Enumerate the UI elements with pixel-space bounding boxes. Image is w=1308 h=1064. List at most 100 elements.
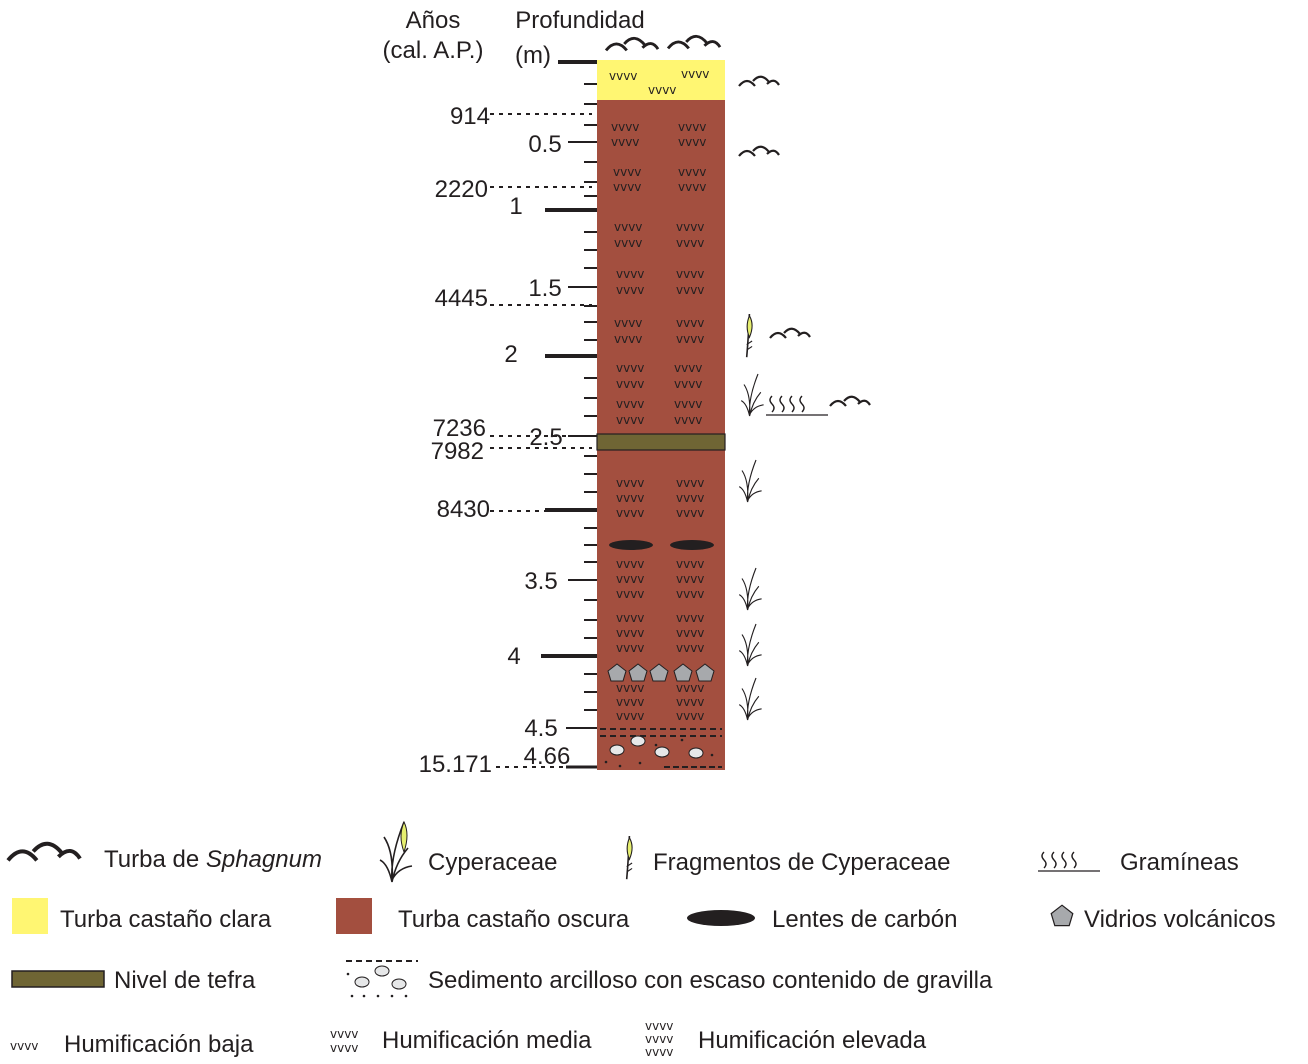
legend-hum-elevada-symbol: vvvv xyxy=(645,1019,673,1033)
sphagnum-icon xyxy=(737,145,781,158)
legend-hum-baja-label: Humificación baja xyxy=(64,1031,254,1058)
depth-header-line2: (m) xyxy=(515,42,551,69)
humification-v-symbol: vvvv xyxy=(676,681,704,695)
age-header-line2: (cal. A.P.) xyxy=(383,37,484,64)
humification-v-symbol: vvvv xyxy=(676,557,704,571)
humification-v-symbol: vvvv xyxy=(613,165,641,179)
legend-fragmentos-label: Fragmentos de Cyperaceae xyxy=(653,849,951,876)
sphagnum-icon xyxy=(737,75,781,88)
humification-v-symbol: vvvv xyxy=(611,135,639,149)
humification-v-symbol: vvvv xyxy=(676,491,704,505)
legend-carbon-label: Lentes de carbón xyxy=(772,906,957,933)
sphagnum-top-icon xyxy=(604,36,660,52)
depth-label-0-5: 0.5 xyxy=(528,131,561,158)
depth-label-1-5: 1.5 xyxy=(528,275,561,302)
cyperaceae-fragment-icon xyxy=(745,313,753,359)
legend-hum-elevada-symbol: vvvv xyxy=(645,1032,673,1046)
depth-header-line1: Profundidad xyxy=(515,7,644,34)
humification-v-symbol: vvvv xyxy=(616,587,644,601)
humification-v-symbol: vvvv xyxy=(616,491,644,505)
legend-sphagnum-label: Turba de Sphagnum xyxy=(104,846,322,873)
humification-v-symbol: vvvv xyxy=(616,476,644,490)
humification-v-symbol: vvvv xyxy=(616,695,644,709)
depth-label-3-5: 3.5 xyxy=(524,568,557,595)
humification-v-symbol: vvvv xyxy=(614,332,642,346)
humification-v-symbol: vvvv xyxy=(676,611,704,625)
sphagnum-icon xyxy=(828,395,872,408)
humification-v-symbol: vvvv xyxy=(676,506,704,520)
humification-v-symbol: vvvv xyxy=(676,709,704,723)
legend-sphagnum-icon xyxy=(6,841,82,863)
depth-label-4-66: 4.66 xyxy=(524,743,571,770)
legend-turba-clara-swatch xyxy=(12,898,48,934)
humification-v-symbol: vvvv xyxy=(611,120,639,134)
humification-v-symbol: vvvv xyxy=(678,135,706,149)
humification-v-symbol: vvvv xyxy=(676,332,704,346)
cyperaceae-icon xyxy=(740,373,765,417)
layer-turba-castano-clara xyxy=(597,60,725,100)
age-label-7236: 7236 xyxy=(433,415,486,442)
humification-v-symbol: vvvv xyxy=(616,557,644,571)
age-label-8430: 8430 xyxy=(437,496,490,523)
legend-turba-oscura-swatch xyxy=(336,898,372,934)
humification-v-symbol: vvvv xyxy=(676,220,704,234)
legend-hum-media-symbol: vvvv xyxy=(330,1041,358,1055)
humification-v-symbol: vvvv xyxy=(616,626,644,640)
humification-v-symbol: vvvv xyxy=(676,626,704,640)
humification-v-symbol: vvvv xyxy=(676,283,704,297)
sphagnum-icon xyxy=(768,327,812,340)
humification-v-symbol: vvvv xyxy=(648,83,676,97)
age-header-line1: Años xyxy=(406,7,461,34)
charcoal-lenses xyxy=(609,540,714,550)
age-label-15171: 15.171 xyxy=(419,751,492,778)
humification-v-symbol: vvvv xyxy=(674,361,702,375)
cyperaceae-icon xyxy=(738,567,763,611)
humification-v-symbol: vvvv xyxy=(676,316,704,330)
humification-v-symbol: vvvv xyxy=(676,572,704,586)
humification-v-symbol: vvvv xyxy=(681,67,709,81)
humification-v-symbol: vvvv xyxy=(614,220,642,234)
humification-v-symbol: vvvv xyxy=(616,413,644,427)
humification-v-symbol: vvvv xyxy=(614,236,642,250)
legend-fragmentos-icon xyxy=(625,835,633,881)
legend-hum-elevada-symbol: vvvv xyxy=(645,1045,673,1059)
humification-v-symbol: vvvv xyxy=(614,316,642,330)
humification-v-symbol: vvvv xyxy=(616,641,644,655)
legend-cyperaceae-icon xyxy=(379,820,413,883)
depth-label-4-5: 4.5 xyxy=(524,715,557,742)
humification-v-symbol: vvvv xyxy=(678,165,706,179)
age-label-914: 914 xyxy=(450,103,490,130)
humification-v-symbol: vvvv xyxy=(676,236,704,250)
humification-v-symbol: vvvv xyxy=(674,397,702,411)
humification-v-symbol: vvvv xyxy=(616,572,644,586)
humification-v-symbol: vvvv xyxy=(616,681,644,695)
humification-v-symbol: vvvv xyxy=(616,377,644,391)
legend-turba-oscura-label: Turba castaño oscura xyxy=(398,906,630,933)
humification-v-symbol: vvvv xyxy=(616,611,644,625)
legend-gramineas-label: Gramíneas xyxy=(1120,849,1239,876)
humification-v-symbol: vvvv xyxy=(616,361,644,375)
legend-gramineas-icon xyxy=(1037,851,1101,872)
humification-v-symbol: vvvv xyxy=(616,267,644,281)
depth-label-1: 1 xyxy=(509,193,522,220)
humification-v-symbol: vvvv xyxy=(616,397,644,411)
cyperaceae-icon xyxy=(738,623,763,667)
legend-sedimento-icon xyxy=(346,960,418,998)
humification-v-symbol: vvvv xyxy=(674,413,702,427)
legend-turba-clara-label: Turba castaño clara xyxy=(60,906,272,933)
depth-label-4: 4 xyxy=(507,643,520,670)
humification-v-symbol: vvvv xyxy=(609,69,637,83)
legend-carbon-swatch xyxy=(687,910,755,926)
humification-v-symbol: vvvv xyxy=(676,267,704,281)
legend-hum-media-label: Humificación media xyxy=(382,1027,592,1054)
depth-axis xyxy=(541,60,597,769)
humification-v-symbol: vvvv xyxy=(674,377,702,391)
legend-cyperaceae-label: Cyperaceae xyxy=(428,849,557,876)
humification-v-symbol: vvvv xyxy=(676,476,704,490)
gravel-pebbles xyxy=(609,735,704,759)
depth-label-2-5: 2.5 xyxy=(529,424,562,451)
sediment-dots xyxy=(604,738,714,768)
legend-tefra-label: Nivel de tefra xyxy=(114,967,256,994)
humification-v-symbol: vvvv xyxy=(613,180,641,194)
